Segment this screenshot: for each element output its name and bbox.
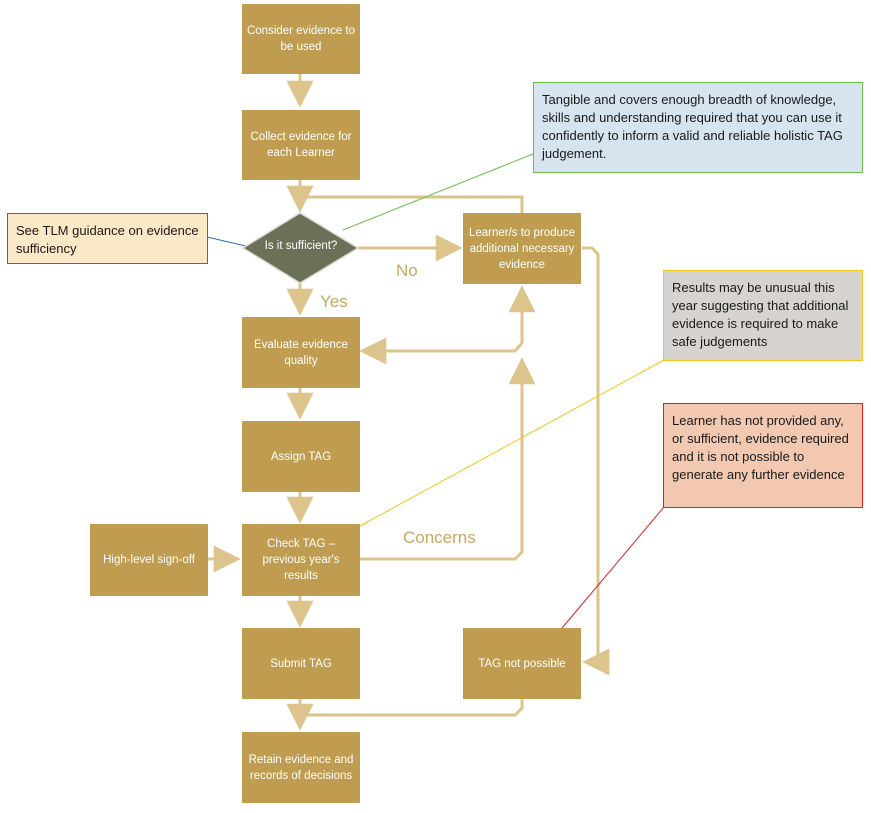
step-tag-not-possible: TAG not possible [463, 628, 581, 699]
step-retain-evidence: Retain evidence and records of decisions [242, 732, 360, 803]
note-unusual-results: Results may be unusual this year suggest… [663, 270, 863, 361]
label-yes: Yes [320, 292, 348, 311]
step-consider-evidence: Consider evidence to be used [242, 4, 360, 74]
note-evidence-sufficiency: See TLM guidance on evidence sufficiency [7, 213, 208, 264]
label-concerns: Concerns [403, 528, 476, 547]
step-high-level-signoff: High-level sign-off [90, 524, 208, 596]
note-tangible-evidence: Tangible and covers enough breadth of kn… [533, 82, 863, 173]
step-check-tag: Check TAG – previous year's results [242, 524, 360, 596]
step-submit-tag: Submit TAG [242, 628, 360, 699]
step-assign-tag: Assign TAG [242, 421, 360, 492]
step-evaluate-quality: Evaluate evidence quality [242, 317, 360, 388]
step-collect-evidence: Collect evidence for each Learner [242, 110, 360, 180]
decision-label: Is it sufficient? [264, 240, 338, 252]
label-no: No [396, 261, 418, 280]
note-no-evidence: Learner has not provided any, or suffici… [663, 403, 863, 508]
decision-diamond [241, 212, 360, 284]
step-produce-additional-evidence: Learner/s to produce additional necessar… [463, 213, 581, 284]
